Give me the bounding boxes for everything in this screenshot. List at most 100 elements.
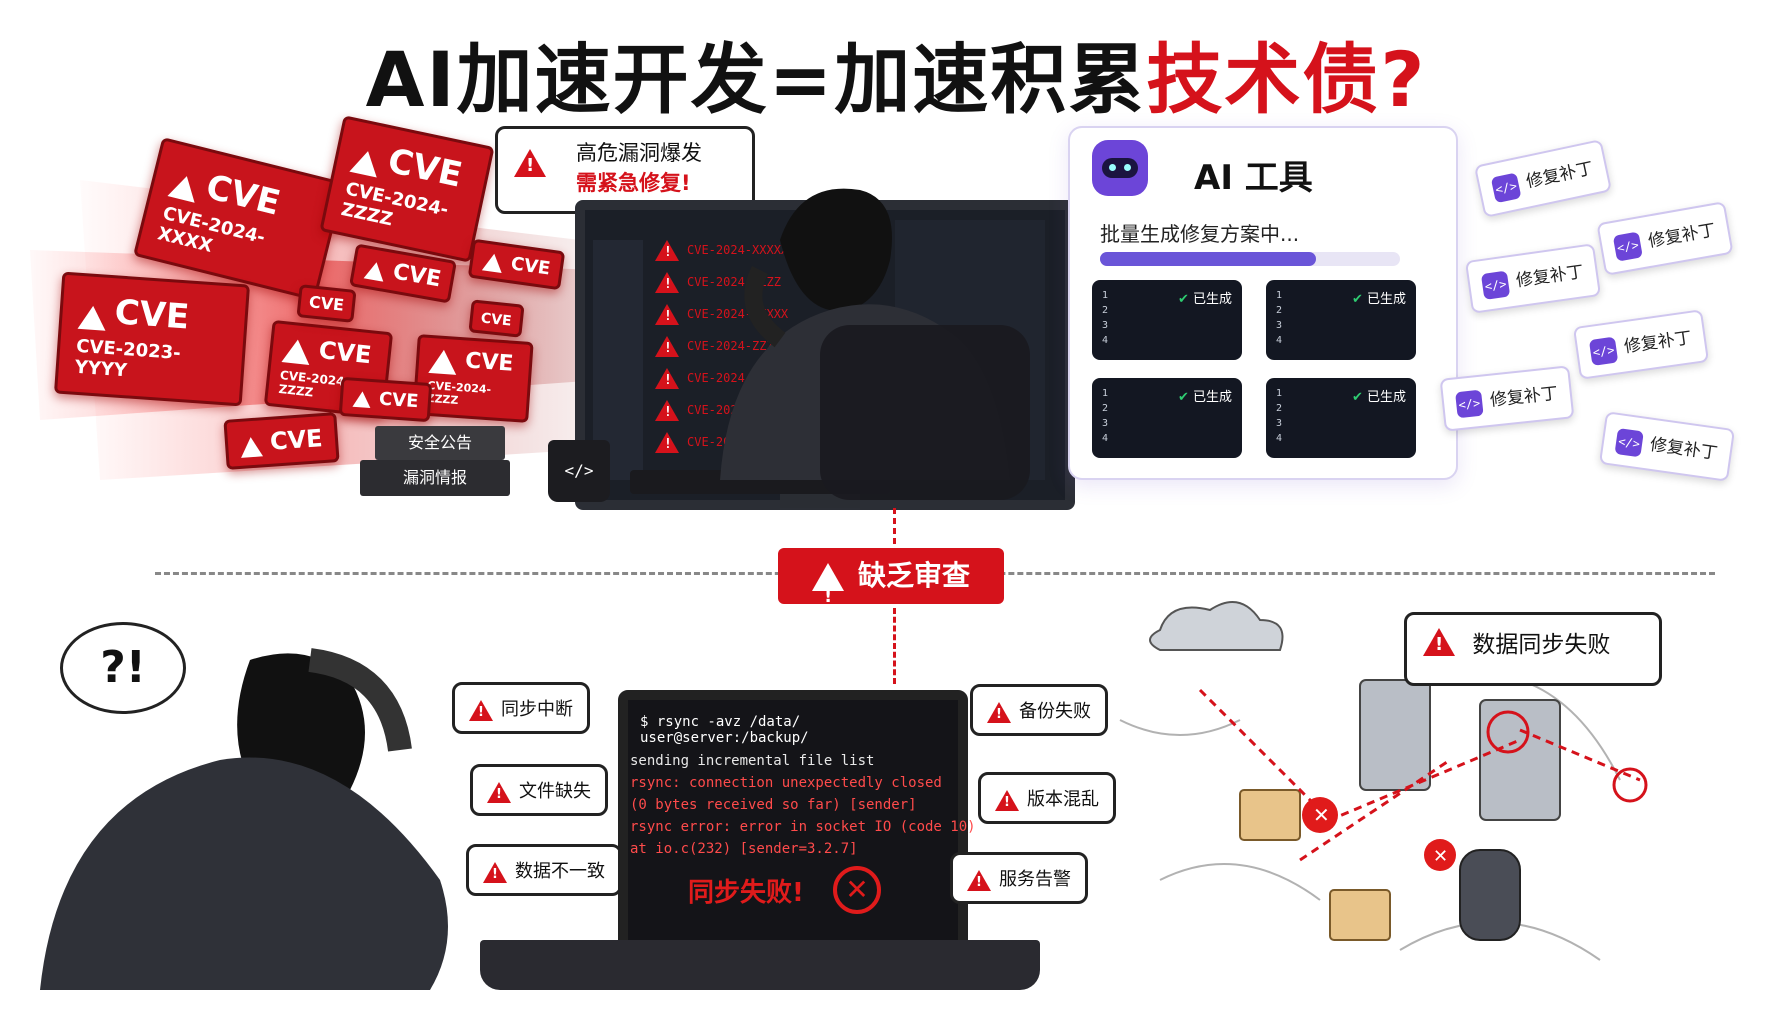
patch-card: </>修复补丁 (1598, 411, 1736, 482)
clock-icon (1486, 710, 1530, 754)
warning-icon (428, 348, 458, 375)
cve-id: CVE-2024-XXXXX (687, 243, 789, 257)
bubble-sync-interrupted: 同步中断 (452, 682, 590, 734)
data-sync-failed-bubble: 数据同步失败 (1404, 612, 1662, 686)
code-icon: </> (1614, 428, 1644, 458)
server-rack (1359, 679, 1431, 791)
database-icon (1459, 849, 1521, 941)
terminal-command: $ rsync -avz /data/ user@server:/backup/ (640, 714, 809, 746)
alert-speech-bubble: 高危漏洞爆发 需紧急修复! (495, 126, 755, 214)
progress-bar (1100, 252, 1400, 266)
check-icon: ✔ (1177, 390, 1189, 405)
cve-list-row: CVE-2024-XXXXX (655, 240, 855, 268)
laptop-keyboard (480, 940, 1040, 990)
ai-tool-title: AI 工具 (1194, 158, 1313, 198)
warning-icon (655, 304, 679, 325)
code-icon: </> (1588, 336, 1619, 366)
warning-icon (987, 701, 1011, 723)
title-main: AI加速开发=加速积累 (365, 35, 1147, 124)
bubble-service-alert: 服务告警 (950, 852, 1088, 904)
terminal-line: rsync error: error in socket IO (code 10… (630, 819, 976, 835)
error-x-icon: ✕ (833, 866, 881, 914)
target-icon (1612, 767, 1648, 803)
server-rack (1479, 699, 1561, 821)
warning-icon (281, 337, 312, 365)
svg-text:✕: ✕ (1313, 803, 1330, 827)
warning-icon (655, 400, 679, 421)
error-x-icon (1302, 797, 1338, 833)
book-vuln-intel: 漏洞情报 (360, 460, 510, 496)
progress-fill (1100, 252, 1316, 266)
patch-card: </>修复补丁 (1439, 365, 1575, 432)
cve-badge: CVE (296, 284, 357, 323)
cve-badge: CVE (338, 376, 433, 423)
warning-icon (655, 336, 679, 357)
cloud-icon (1149, 601, 1284, 651)
terminal-line: rsync: connection unexpectedly closed (630, 775, 942, 791)
folder-icon (1239, 789, 1301, 841)
warning-icon (655, 368, 679, 389)
frustrated-developer-figure (40, 648, 448, 990)
check-icon: ✔ (1351, 292, 1363, 307)
warning-icon (811, 563, 844, 625)
bubble-version-chaos: 版本混乱 (978, 772, 1116, 824)
patch-card: </>修复补丁 (1473, 139, 1613, 218)
code-icon: </> (1490, 172, 1522, 204)
cve-badge: CVE (223, 412, 340, 470)
terminal-line: at io.c(232) [sender=3.2.7] (630, 841, 858, 857)
confused-thought-bubble: ?! (60, 622, 186, 714)
warning-icon (352, 390, 372, 408)
code-icon: </> (1612, 231, 1643, 262)
laptop-terminal: $ rsync -avz /data/ user@server:/backup/… (618, 690, 976, 950)
stressed-developer-figure (720, 188, 1030, 500)
check-icon: ✔ (1177, 292, 1189, 307)
warning-icon (655, 432, 679, 453)
patch-card: </>修复补丁 (1596, 201, 1734, 276)
office-chair (820, 325, 1030, 500)
patch-card: </>修复补丁 (1464, 243, 1602, 314)
flow-line-arrow (893, 608, 896, 684)
warning-icon (655, 240, 679, 261)
warning-icon (655, 272, 679, 293)
title-highlight: 技术债? (1146, 35, 1427, 124)
warning-icon (1423, 628, 1455, 656)
flow-line (893, 508, 896, 544)
bubble-backup-failed: 备份失败 (970, 684, 1108, 736)
warning-icon (995, 789, 1019, 811)
cve-list-row: CVE-2024-ZZZZ (655, 336, 855, 364)
warning-icon (487, 781, 511, 803)
book-security-bulletin: 安全公告 (375, 426, 505, 460)
coffee-mug: </> (548, 440, 610, 502)
code-icon: </> (1455, 389, 1484, 419)
warning-icon (77, 304, 108, 331)
warning-icon (483, 861, 507, 883)
warning-icon (239, 435, 263, 458)
terminal-output: sending incremental file list rsync: conn… (630, 750, 976, 860)
warning-icon (469, 699, 493, 721)
check-icon: ✔ (1351, 390, 1363, 405)
warning-icon (967, 869, 991, 891)
cve-id: CVE-2024-ZZZZ (687, 339, 781, 353)
terminal-line: (0 bytes received so far) [sender] (630, 797, 917, 813)
warning-icon (481, 251, 505, 273)
bubble-data-inconsistent: 数据不一致 (466, 844, 622, 896)
cve-badge: CVE (468, 299, 525, 338)
robot-icon (1092, 140, 1148, 196)
folder-icon (1329, 889, 1391, 941)
page-title: AI加速开发=加速积累技术债? (0, 18, 1792, 128)
ai-tool-status: 批量生成修复方案中... (1100, 222, 1300, 246)
code-icon: </> (1480, 270, 1511, 300)
terminal-line: sending incremental file list (630, 753, 875, 769)
broken-infrastructure-scene: ✕ ✕ (1119, 601, 1648, 961)
lack-of-review-badge: 缺乏审查 (778, 548, 1004, 625)
warning-icon (167, 172, 201, 203)
patch-card: </>修复补丁 (1572, 309, 1710, 380)
warning-icon (363, 259, 387, 282)
